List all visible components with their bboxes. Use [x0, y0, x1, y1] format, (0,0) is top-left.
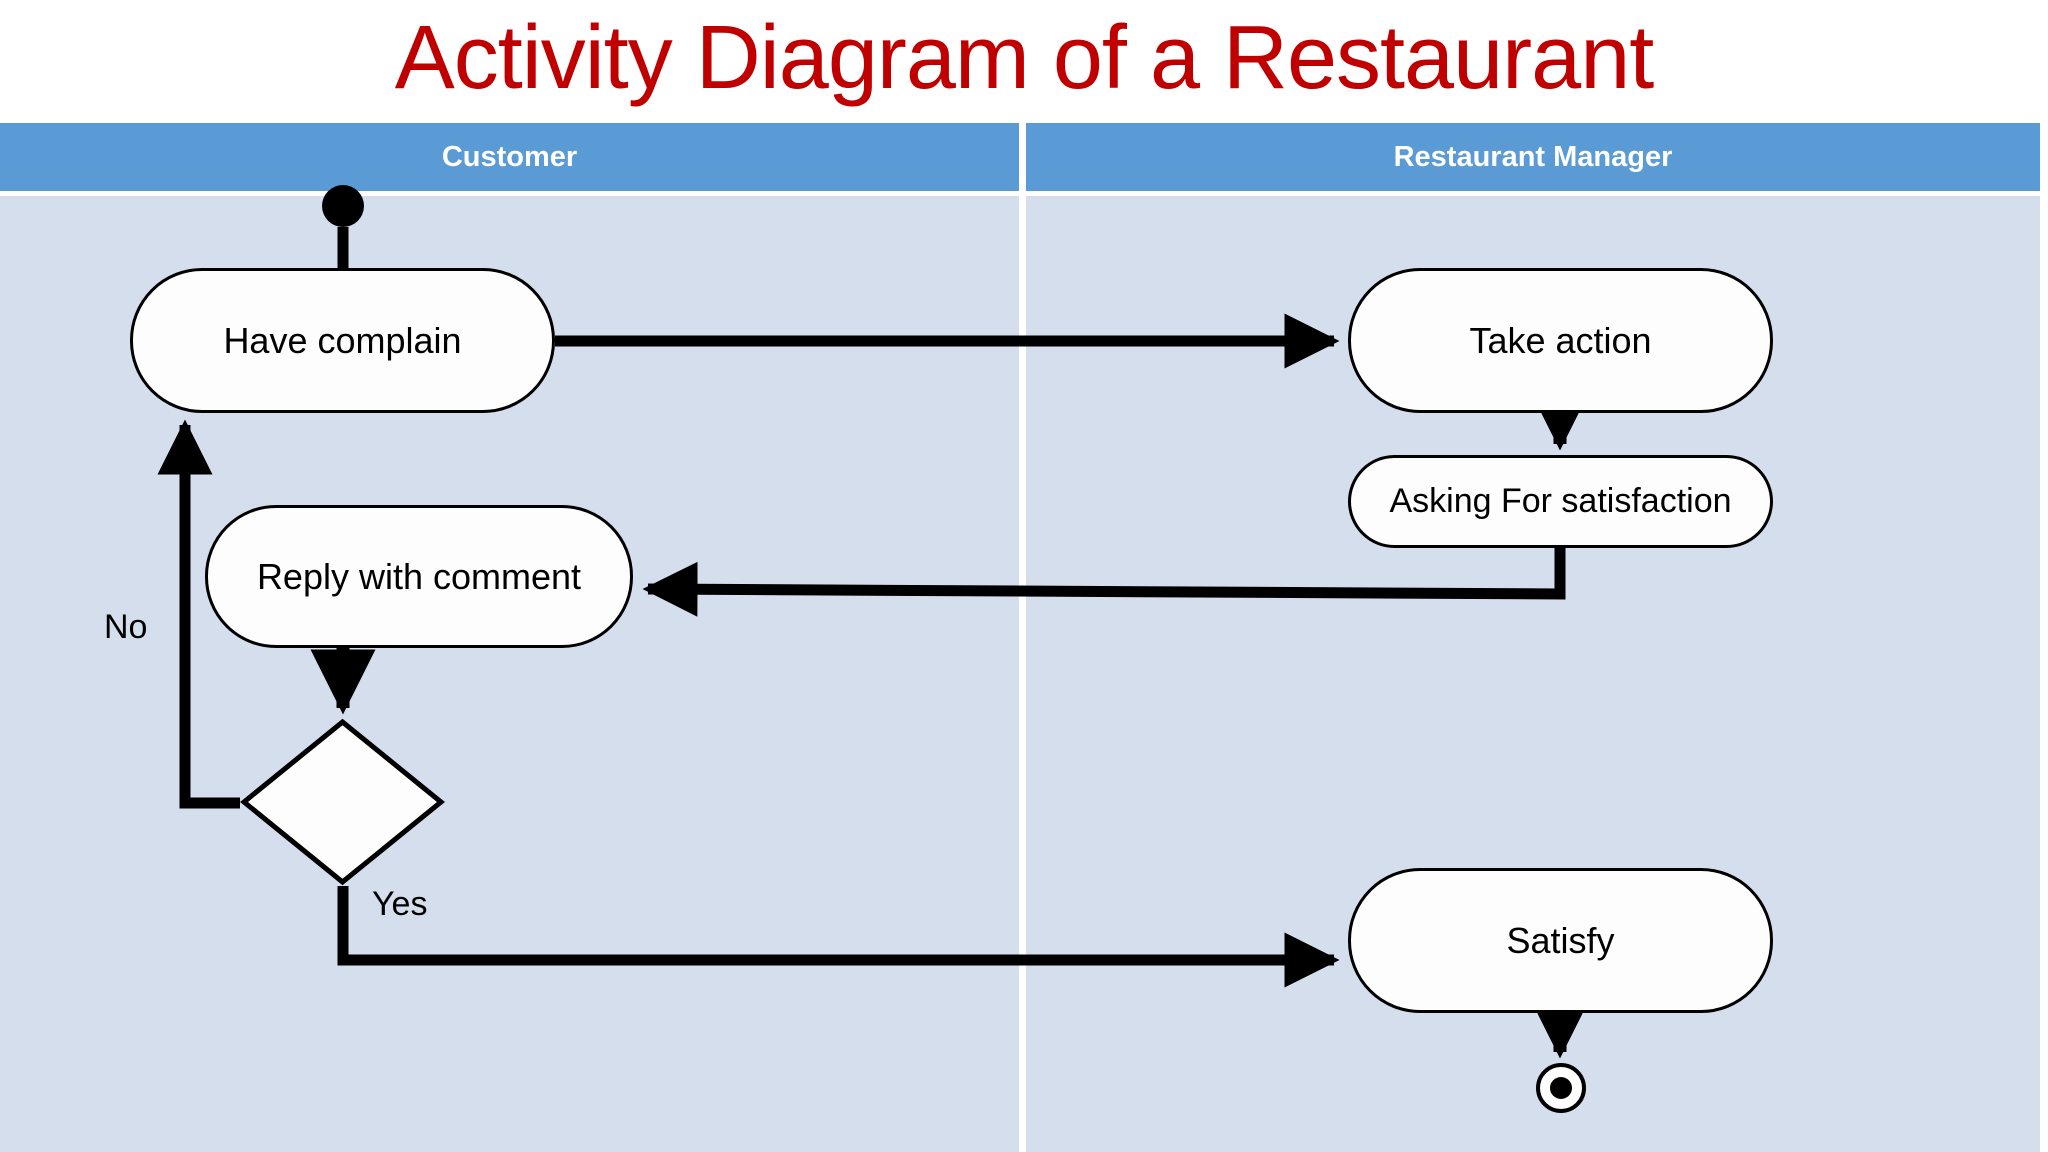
activity-node-reply-with-comment[interactable]: Reply with comment	[205, 505, 633, 648]
initial-node[interactable]	[322, 185, 364, 227]
activity-node-satisfy-label: Satisfy	[1506, 919, 1615, 961]
swimlane-header-manager-label: Restaurant Manager	[1393, 140, 1673, 173]
activity-node-take-action-label: Take action	[1469, 319, 1652, 361]
final-node[interactable]	[1536, 1063, 1586, 1113]
activity-node-have-complain-label: Have complain	[223, 319, 462, 361]
swimlane-header-customer-label: Customer	[441, 140, 578, 173]
edge-label-no: No	[104, 608, 148, 646]
swimlane-header-customer: Customer	[0, 123, 1019, 191]
edge-label-yes: Yes	[372, 885, 428, 923]
activity-node-asking-for-satisfaction[interactable]: Asking For satisfaction	[1348, 455, 1773, 548]
decision-diamond-shape	[240, 718, 445, 886]
page-title: Activity Diagram of a Restaurant	[394, 8, 1655, 108]
activity-node-reply-with-comment-label: Reply with comment	[256, 555, 582, 597]
swimlane-header-manager: Restaurant Manager	[1026, 123, 2040, 191]
decision-node-diamond[interactable]	[240, 718, 445, 886]
activity-node-have-complain[interactable]: Have complain	[130, 268, 555, 413]
activity-node-asking-for-satisfaction-label: Asking For satisfaction	[1389, 482, 1732, 520]
activity-node-take-action[interactable]: Take action	[1348, 268, 1773, 413]
activity-node-satisfy[interactable]: Satisfy	[1348, 868, 1773, 1013]
